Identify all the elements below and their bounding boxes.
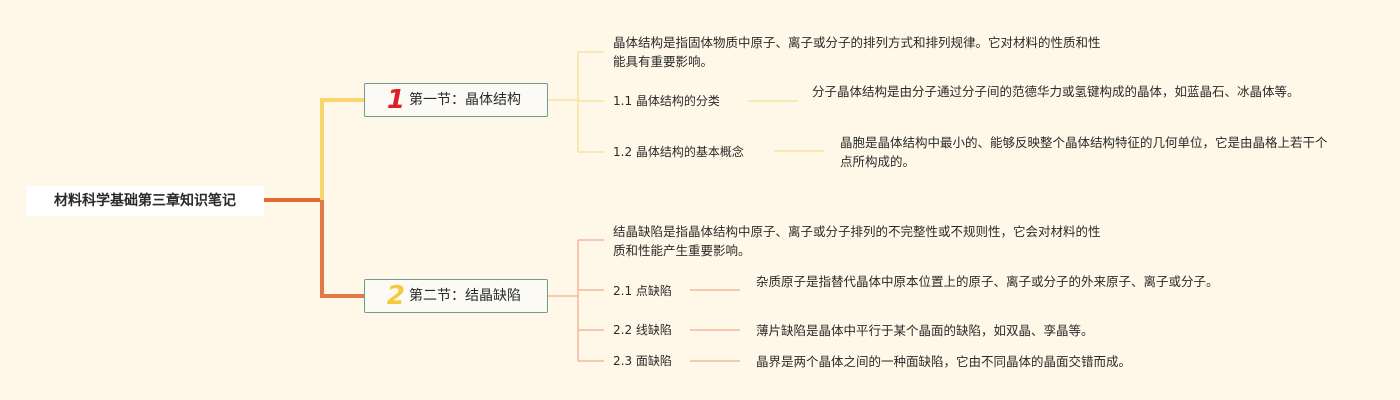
section-2-item-2-desc: 薄片缺陷是晶体中平行于某个晶面的缺陷，如双晶、孪晶等。 bbox=[756, 323, 1094, 338]
section-node-2[interactable]: 2 第二节：结晶缺陷 bbox=[364, 279, 548, 313]
section-2-item-3-label[interactable]: 2.3 面缺陷 bbox=[613, 354, 672, 368]
section-2-item-1-label[interactable]: 2.1 点缺陷 bbox=[613, 284, 672, 298]
section-2-item-3-desc: 晶界是两个晶体之间的一种面缺陷，它由不同晶体的晶面交错而成。 bbox=[756, 354, 1132, 369]
root-title[interactable]: 材料科学基础第三章知识笔记 bbox=[26, 186, 264, 216]
branch2-line bbox=[320, 200, 364, 298]
section-2-item-1-desc: 杂质原子是指替代晶体中原本位置上的原子、离子或分子的外来原子、离子或分子。 bbox=[756, 274, 1219, 289]
section-label-1: 第一节：晶体结构 bbox=[409, 92, 521, 108]
section-number-1: 1 bbox=[386, 85, 405, 115]
branch1-line bbox=[320, 98, 364, 200]
section-number-2: 2 bbox=[386, 281, 405, 311]
section-1-item-2-label[interactable]: 1.2 晶体结构的基本概念 bbox=[613, 145, 744, 159]
section-2-item-2-label[interactable]: 2.2 线缺陷 bbox=[613, 323, 672, 337]
section-1-item-1-label[interactable]: 1.1 晶体结构的分类 bbox=[613, 94, 720, 108]
section-label-2: 第二节：结晶缺陷 bbox=[409, 288, 521, 304]
section-node-1[interactable]: 1 第一节：晶体结构 bbox=[364, 83, 548, 117]
section-2-intro: 结晶缺陷是指晶体结构中原子、离子或分子排列的不完整性或不规则性，它会对材料的性质… bbox=[613, 224, 1101, 258]
section-1-intro: 晶体结构是指固体物质中原子、离子或分子的排列方式和排列规律。它对材料的性质和性能… bbox=[613, 35, 1101, 69]
section-1-item-1-desc: 分子晶体结构是由分子通过分子间的范德华力或氢键构成的晶体，如蓝晶石、冰晶体等。 bbox=[812, 84, 1300, 99]
section-1-item-2-desc: 晶胞是晶体结构中最小的、能够反映整个晶体结构特征的几何单位，它是由晶格上若干个点… bbox=[840, 135, 1328, 169]
